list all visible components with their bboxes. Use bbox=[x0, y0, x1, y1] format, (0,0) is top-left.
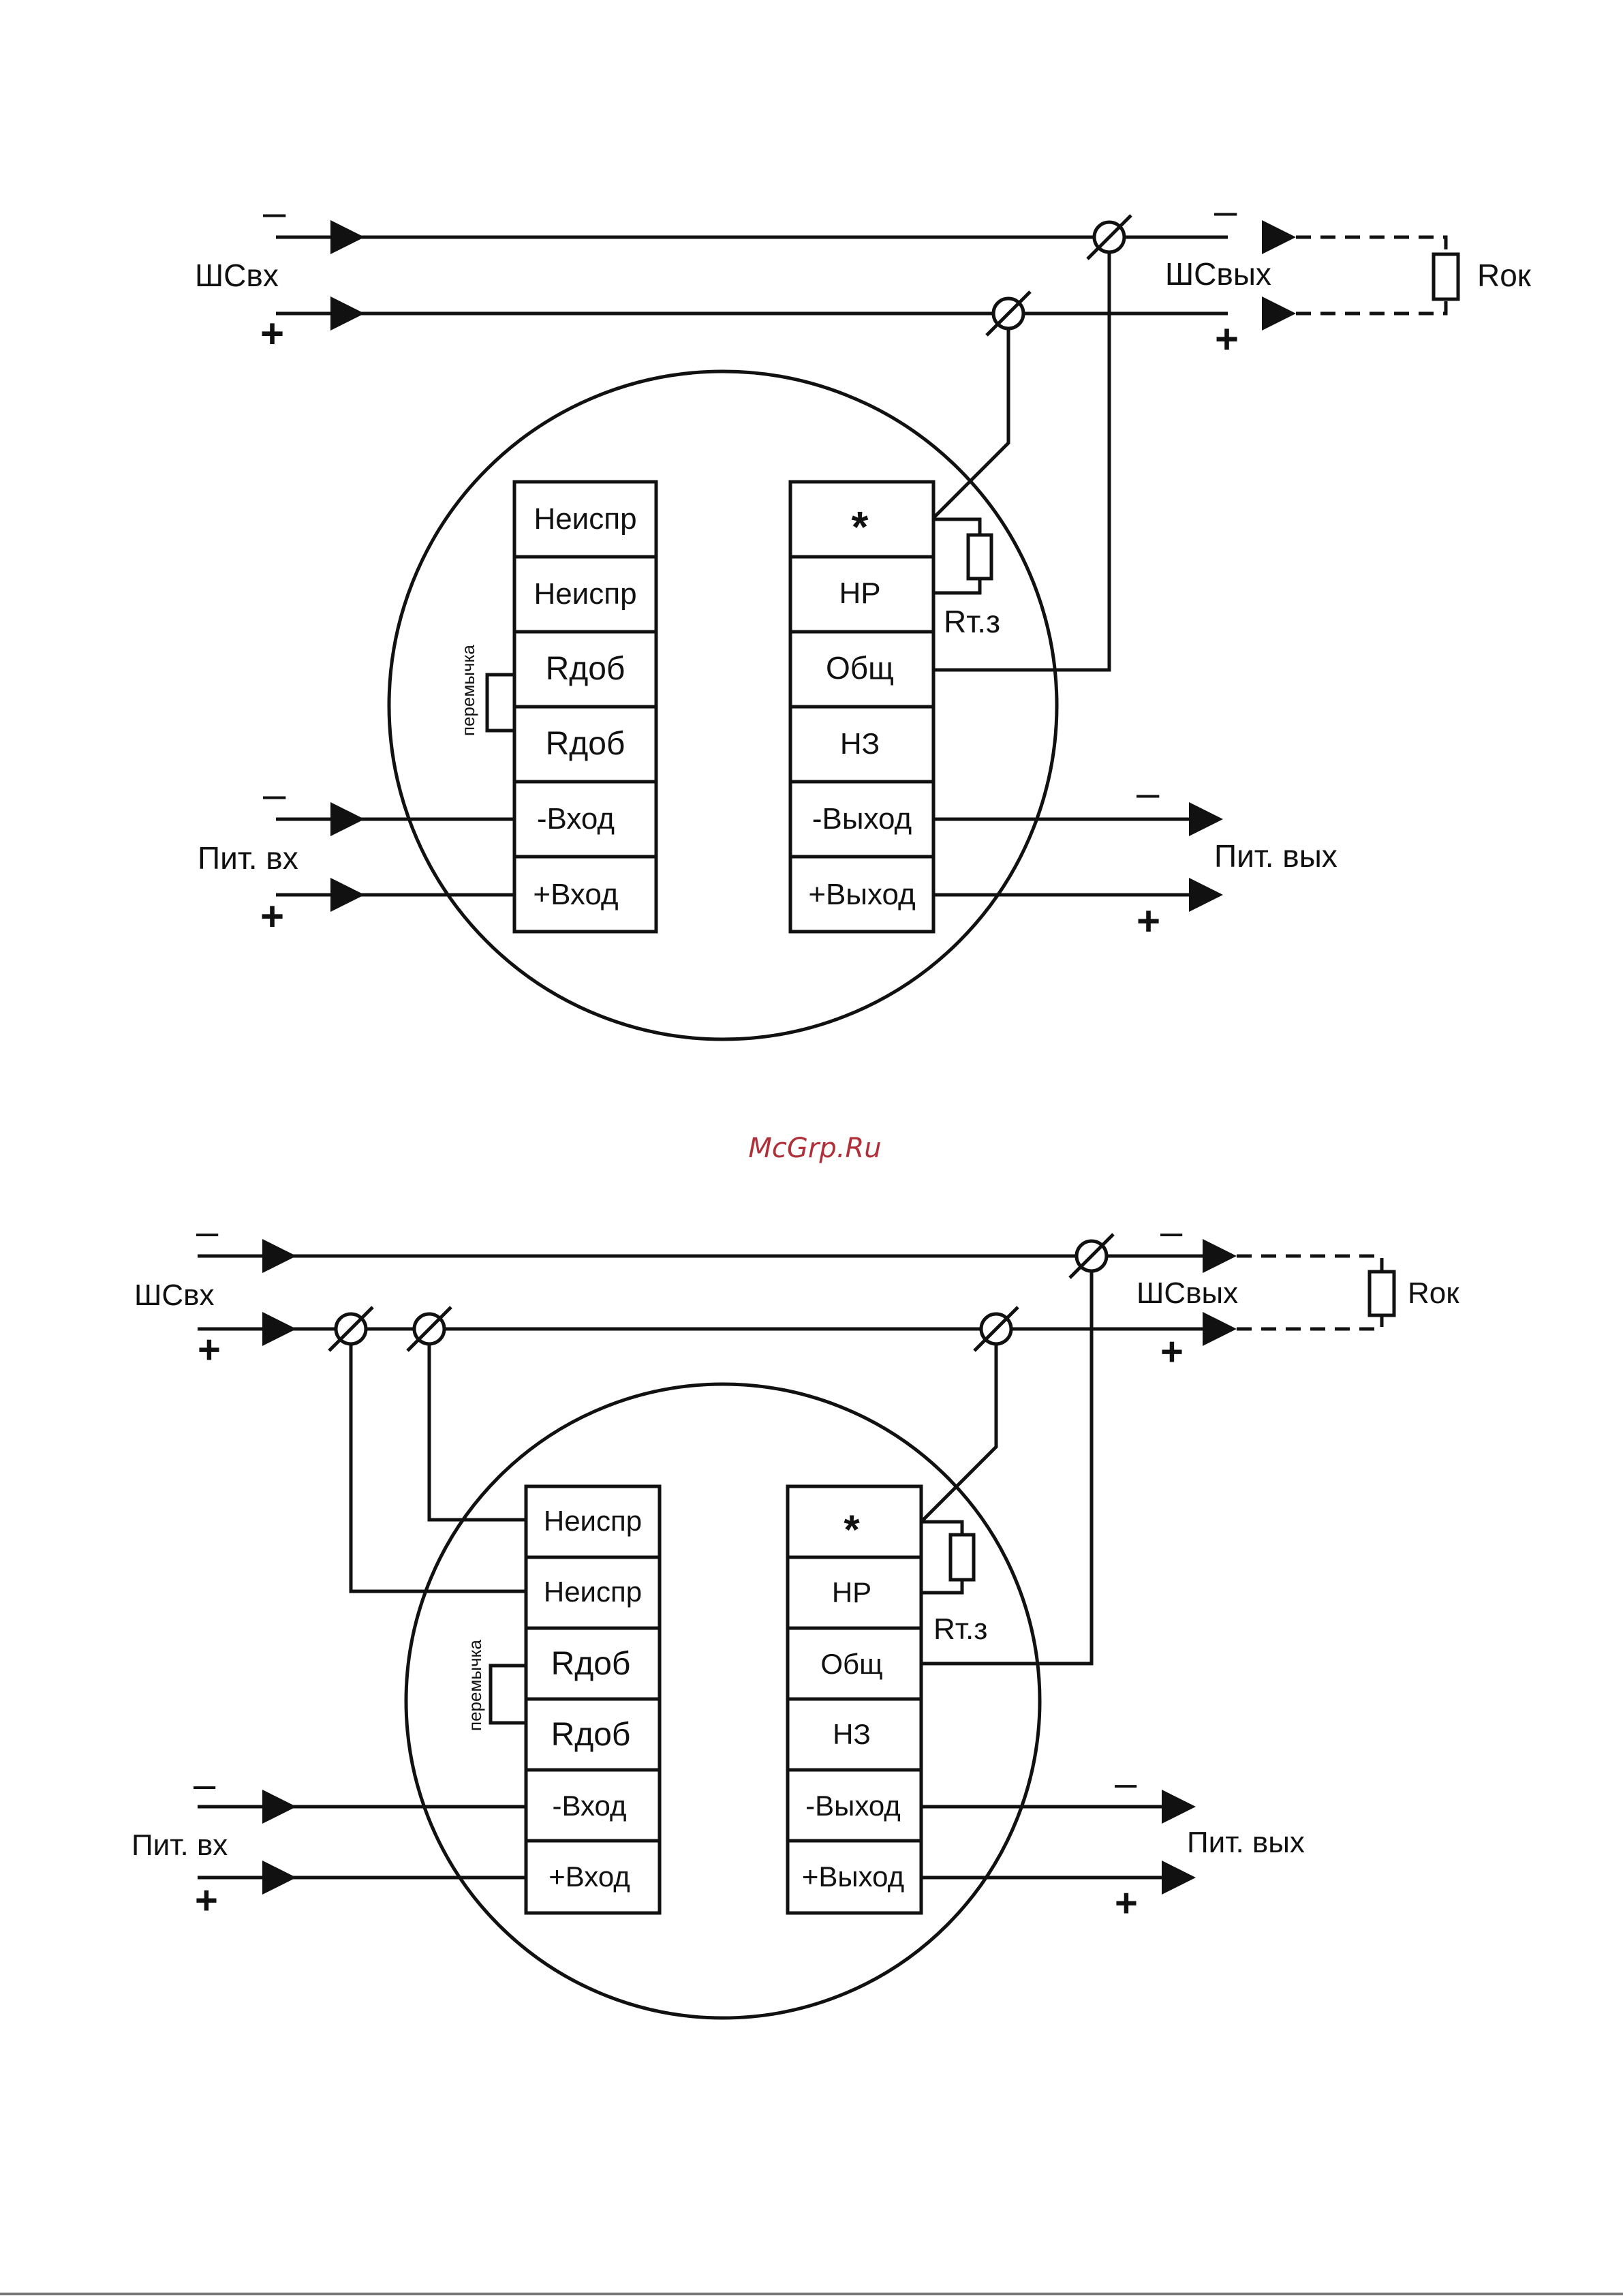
arrow-icon bbox=[1189, 878, 1223, 912]
diagram-2: ШСвх ШСвых Rок – + – + Пит. вх Пит. вых … bbox=[132, 1210, 1459, 2018]
arrow-icon bbox=[1162, 1861, 1196, 1895]
eol-dash-wire bbox=[1237, 1314, 1382, 1329]
loop-out-label: ШСвых bbox=[1165, 256, 1271, 292]
fault-wire-1 bbox=[429, 1344, 526, 1520]
arrow-icon bbox=[1262, 296, 1296, 331]
plus-sign: + bbox=[1215, 316, 1239, 362]
jumper-label: перемычка bbox=[465, 1639, 485, 1731]
tamper-resistor-icon bbox=[950, 1535, 974, 1580]
tamper-resistor-label: Rт.з bbox=[944, 604, 1000, 639]
terminal-radd-label: Rдоб bbox=[551, 1646, 631, 1682]
terminal-radd-label: Rдоб bbox=[551, 1717, 631, 1753]
minus-sign: – bbox=[194, 1762, 216, 1807]
star-wire bbox=[921, 1344, 996, 1522]
terminal-fault-label: Неиспр bbox=[544, 1576, 642, 1608]
minus-sign: – bbox=[263, 189, 286, 235]
terminal-minus-in-label: -Вход bbox=[553, 1790, 627, 1822]
detector-outline bbox=[406, 1384, 1040, 2018]
power-in-label: Пит. вх bbox=[132, 1828, 228, 1862]
arrow-icon bbox=[1162, 1790, 1196, 1824]
left-terminal-block bbox=[514, 482, 656, 932]
terminal-nc-label: НЗ bbox=[840, 727, 880, 761]
terminal-minus-out-label: -Выход bbox=[805, 1790, 901, 1822]
minus-sign: – bbox=[1137, 770, 1160, 816]
terminal-plus-in-label: +Вход bbox=[533, 878, 618, 911]
arrow-icon bbox=[330, 802, 365, 836]
terminal-common-label: Общ bbox=[826, 650, 894, 686]
terminal-nc-label: НЗ bbox=[833, 1718, 871, 1750]
plus-sign: + bbox=[198, 1328, 221, 1372]
arrow-icon bbox=[262, 1790, 296, 1824]
terminal-fault-label: Неиспр bbox=[544, 1505, 642, 1537]
arrow-icon bbox=[1262, 220, 1296, 254]
plus-sign: + bbox=[260, 893, 284, 939]
arrow-icon bbox=[330, 296, 365, 331]
eol-resistor-label: Rок bbox=[1477, 258, 1532, 293]
eol-resistor-icon bbox=[1434, 254, 1458, 299]
watermark: McGrp.Ru bbox=[748, 1133, 881, 1164]
tamper-resistor-icon bbox=[968, 535, 991, 579]
star-wire bbox=[933, 328, 1008, 518]
arrow-icon bbox=[1203, 1239, 1237, 1273]
terminal-minus-out-label: -Выход bbox=[812, 802, 912, 836]
loop-in-label: ШСвх bbox=[134, 1279, 214, 1312]
arrow-icon bbox=[330, 878, 365, 912]
arrow-icon bbox=[330, 220, 365, 254]
arrow-icon bbox=[262, 1312, 296, 1346]
jumper-label: перемычка bbox=[458, 644, 478, 736]
terminal-fault-label: Неиспр bbox=[534, 502, 636, 536]
terminal-radd-label: Rдоб bbox=[546, 726, 625, 762]
terminal-radd-label: Rдоб bbox=[546, 651, 625, 687]
minus-sign: – bbox=[1115, 1761, 1137, 1805]
plus-sign: + bbox=[260, 311, 284, 356]
plus-sign: + bbox=[1160, 1330, 1184, 1374]
arrow-icon bbox=[1189, 802, 1223, 836]
diagram-1: ШСвх ШСвых Rок – + – + Пит. вх Пит. вых … bbox=[195, 188, 1532, 1039]
terminal-star-label: * bbox=[852, 502, 869, 551]
tamper-resistor-label: Rт.з bbox=[933, 1612, 987, 1646]
eol-resistor-label: Rок bbox=[1408, 1276, 1459, 1310]
plus-sign: + bbox=[195, 1878, 218, 1923]
power-out-label: Пит. вых bbox=[1214, 838, 1338, 874]
eol-dash-wire bbox=[1296, 237, 1446, 259]
power-in-label: Пит. вх bbox=[198, 840, 298, 876]
terminal-common-label: Общ bbox=[820, 1648, 882, 1680]
jumper-wire bbox=[487, 675, 514, 731]
terminal-no-label: НР bbox=[839, 577, 880, 610]
eol-dash-wire bbox=[1296, 296, 1446, 313]
terminal-plus-out-label: +Выход bbox=[808, 878, 915, 911]
arrow-icon bbox=[262, 1861, 296, 1895]
jumper-wire bbox=[491, 1666, 526, 1723]
loop-in-label: ШСвх bbox=[195, 258, 279, 293]
loop-out-label: ШСвых bbox=[1137, 1276, 1238, 1310]
arrow-icon bbox=[1203, 1312, 1237, 1346]
terminal-fault-label: Неиспр bbox=[534, 577, 636, 611]
terminal-no-label: НР bbox=[832, 1576, 871, 1608]
minus-sign: – bbox=[1214, 188, 1237, 234]
left-terminal-block bbox=[526, 1486, 660, 1913]
minus-sign: – bbox=[1160, 1210, 1183, 1254]
minus-sign: – bbox=[263, 771, 286, 817]
minus-sign: – bbox=[196, 1210, 219, 1254]
terminal-star-label: * bbox=[844, 1507, 860, 1552]
eol-resistor-icon bbox=[1370, 1272, 1394, 1315]
terminal-minus-in-label: -Вход bbox=[537, 802, 615, 836]
detector-outline bbox=[389, 371, 1057, 1039]
plus-sign: + bbox=[1137, 898, 1160, 944]
eol-dash-wire bbox=[1237, 1256, 1382, 1273]
plus-sign: + bbox=[1115, 1881, 1138, 1925]
arrow-icon bbox=[262, 1239, 296, 1273]
terminal-plus-in-label: +Вход bbox=[548, 1861, 630, 1893]
fault-wire-2 bbox=[351, 1344, 526, 1591]
terminal-plus-out-label: +Выход bbox=[802, 1861, 904, 1893]
power-out-label: Пит. вых bbox=[1187, 1826, 1305, 1859]
